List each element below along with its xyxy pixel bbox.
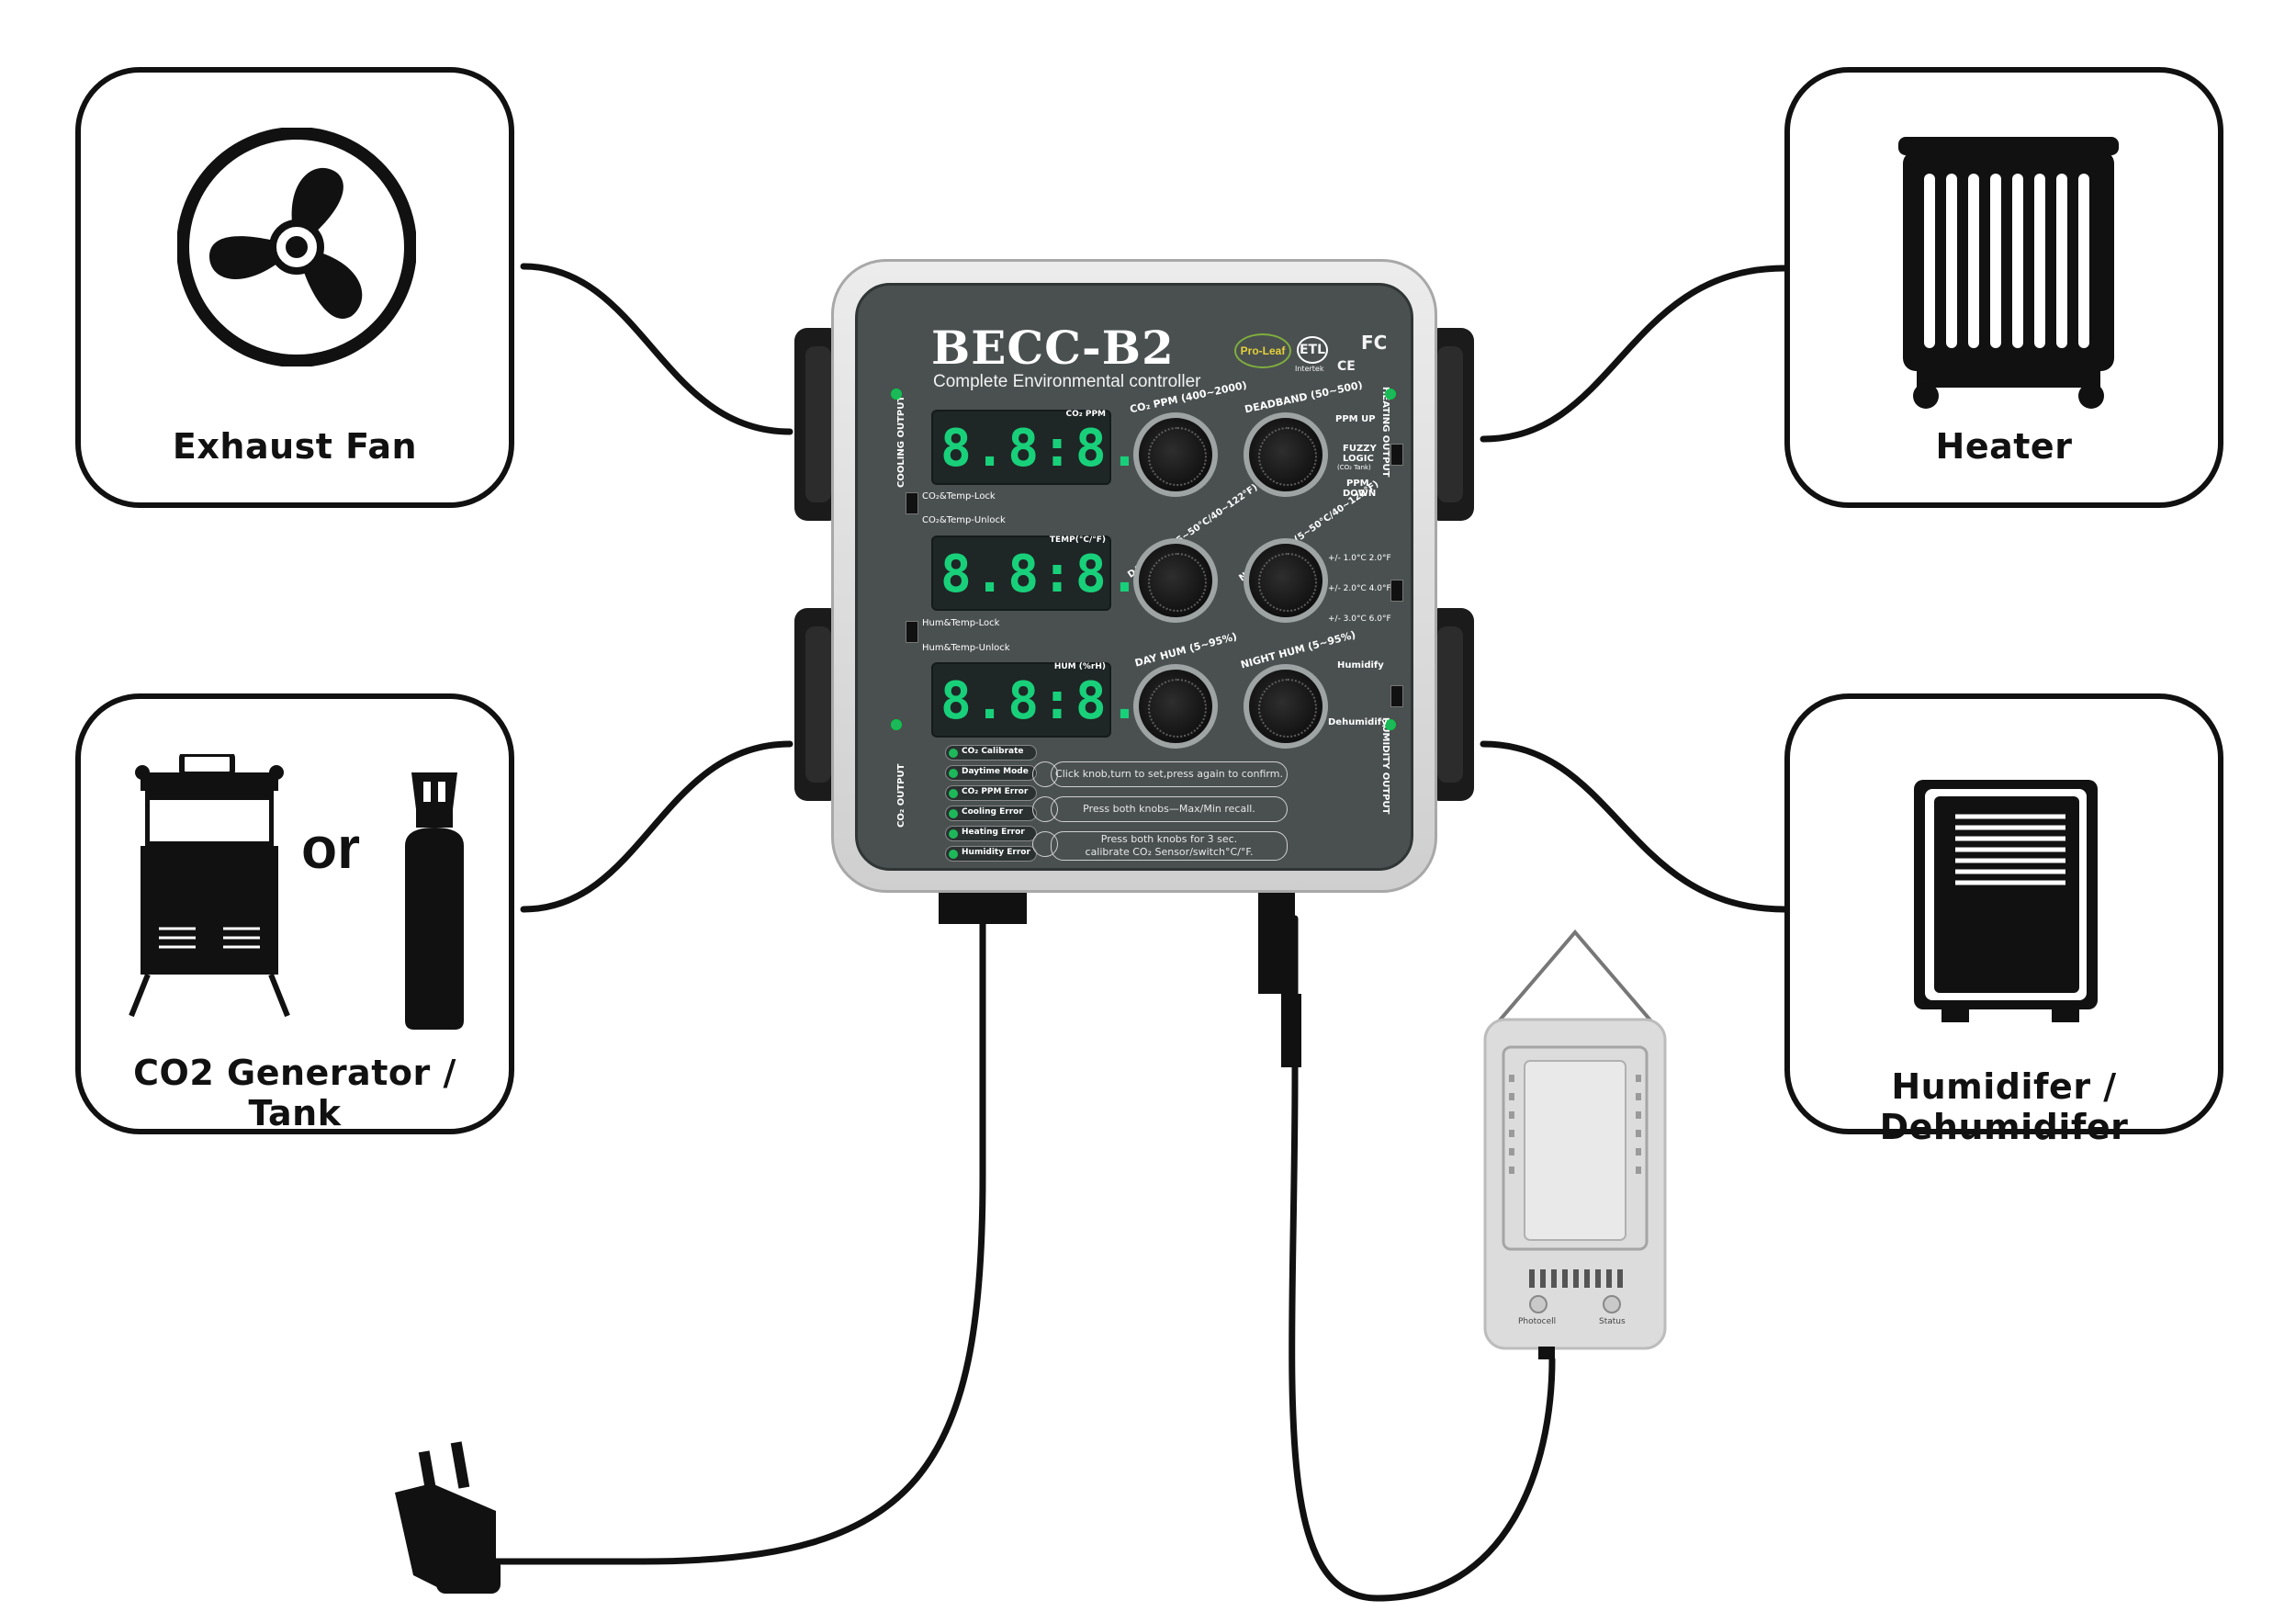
co2-label: CO2 Generator / Tank (133, 1053, 456, 1133)
hum-temp-lock-label: Hum&Temp-Lock (922, 618, 1000, 628)
status-humidity-error: Humidity Error (945, 846, 1037, 862)
dehumidifier-icon (1914, 780, 2098, 1022)
ppm-down-label-2: DOWN (1343, 489, 1377, 499)
co2-temp-lock-switch[interactable] (906, 492, 918, 514)
humidify-label: Humidify (1337, 660, 1384, 671)
temp-deadband-switch[interactable] (1390, 580, 1403, 602)
sensor-cable (1289, 915, 1556, 1602)
temp-display-label: TEMP(°C/°F) (1049, 535, 1106, 545)
power-cord (474, 915, 986, 1565)
deadband-knob-label: DEADBAND (50~500) (1244, 378, 1364, 416)
hum-display: HUM (%rH) 8.8:8.8 (931, 662, 1174, 738)
ce-mark: CE (1337, 359, 1356, 374)
model-name: BECC-B2 (931, 321, 1175, 375)
humidity-output-socket (1426, 608, 1474, 801)
temp-deadband-3-label: +/- 3.0°C 6.0°F (1328, 614, 1391, 624)
logic-label: LOGIC (1343, 454, 1374, 464)
co2-output-label: CO₂ OUTPUT (896, 763, 906, 828)
status-co2-calibrate: CO₂ Calibrate (945, 745, 1037, 761)
model-subtitle: Complete Environmental controller (933, 372, 1201, 391)
hum-temp-unlock-label: Hum&Temp-Unlock (922, 643, 1010, 653)
cooling-output-label: COOLING OUTPUT (896, 395, 906, 488)
day-hum-knob-label: DAY HUM (5~95%) (1133, 630, 1239, 670)
instruction-3: Press both knobs for 3 sec. calibrate CO… (1051, 831, 1288, 861)
heating-output-label: HEATING OUTPUT (1380, 387, 1390, 478)
status-label: Status (1599, 1317, 1626, 1326)
exhaust-fan-box: Exhaust Fan (75, 67, 514, 508)
wire-exhaust-fan (520, 263, 793, 435)
humidity-output-label: HUMIDITY OUTPUT (1380, 717, 1390, 815)
heating-led (1385, 389, 1396, 400)
exhaust-fan-label: Exhaust Fan (172, 426, 418, 467)
etl-mark: ETL (1297, 336, 1328, 364)
wire-humidifier (1480, 740, 1788, 913)
temp-display: TEMP(°C/°F) 8.8:8.8 (931, 535, 1174, 611)
wire-co2 (520, 740, 793, 913)
heater-box: Heater (1784, 67, 2223, 508)
status-heating-error: Heating Error (945, 826, 1037, 841)
temp-deadband-2-label: +/- 2.0°C 4.0°F (1328, 584, 1391, 593)
hum-mode-switch[interactable] (1390, 685, 1403, 707)
co2-temp-unlock-label: CO₂&Temp-Unlock (922, 515, 1006, 525)
fc-mark: FC (1361, 332, 1388, 354)
intertek-mark: Intertek (1295, 365, 1324, 373)
co2-box: or CO2 Generator / Tank (75, 693, 514, 1134)
co2-ppm-knob[interactable] (1133, 412, 1218, 497)
ppm-up-label: PPM UP (1335, 414, 1376, 424)
controller-panel: BECC-B2 Complete Environmental controlle… (855, 283, 1413, 871)
brand-logo: Pro-Leaf (1234, 333, 1291, 368)
heater-label: Heater (1935, 426, 2073, 467)
status-daytime-mode: Daytime Mode (945, 765, 1037, 781)
status-cooling-error: Cooling Error (945, 806, 1037, 821)
sensor-plug-barrel (1281, 994, 1301, 1067)
power-plug-head (939, 891, 1027, 924)
humidity-led (1385, 719, 1396, 730)
sensor-body (1483, 929, 1667, 1359)
fuzzy-label: FUZZY (1343, 444, 1377, 454)
day-temp-knob[interactable] (1133, 538, 1218, 623)
sensor-plug-head (1258, 893, 1295, 994)
wall-plug (395, 1441, 501, 1594)
or-label: or (301, 815, 360, 881)
co2-led (891, 719, 902, 730)
co2-temp-lock-label: CO₂&Temp-Lock (922, 491, 996, 502)
dehumidify-label: Dehumidify (1328, 717, 1388, 727)
night-hum-knob[interactable] (1244, 664, 1328, 749)
photocell-label: Photocell (1518, 1317, 1557, 1326)
hum-display-label: HUM (%rH) (1053, 662, 1106, 671)
co2-temp-hum-sensor: Photocell Status (1483, 928, 1667, 1363)
co2-tank-label: (CO₂ Tank) (1337, 464, 1371, 471)
press-hold-icon (1032, 831, 1058, 857)
co2-display: CO₂ PPM 8.8:8.8 (931, 410, 1174, 485)
wire-heater (1480, 265, 1788, 443)
cooling-led (891, 389, 902, 400)
becc-b2-controller: BECC-B2 Complete Environmental controlle… (794, 259, 1474, 893)
instruction-1: Click knob,turn to set,press again to co… (1051, 761, 1288, 787)
fan-icon (177, 128, 416, 366)
day-hum-knob[interactable] (1133, 664, 1218, 749)
humidifier-box: Humidifer / Dehumidifer (1784, 693, 2223, 1147)
co2-tank-icon (405, 772, 464, 1030)
temp-deadband-1-label: +/- 1.0°C 2.0°F (1328, 554, 1391, 563)
co2-display-label: CO₂ PPM (1065, 410, 1106, 419)
instruction-2: Press both knobs—Max/Min recall. (1051, 796, 1288, 822)
status-co2-ppm-error: CO₂ PPM Error (945, 785, 1037, 801)
night-temp-knob[interactable] (1244, 538, 1328, 623)
ppm-mode-switch[interactable] (1390, 444, 1403, 466)
heater-icon (1898, 137, 2119, 409)
co2-generator-icon (129, 754, 290, 1018)
deadband-knob[interactable] (1244, 412, 1328, 497)
hum-temp-lock-switch[interactable] (906, 621, 918, 643)
ppm-down-label-1: PPM (1346, 479, 1369, 489)
humidifier-label: Humidifer / Dehumidifer (1879, 1066, 2129, 1147)
